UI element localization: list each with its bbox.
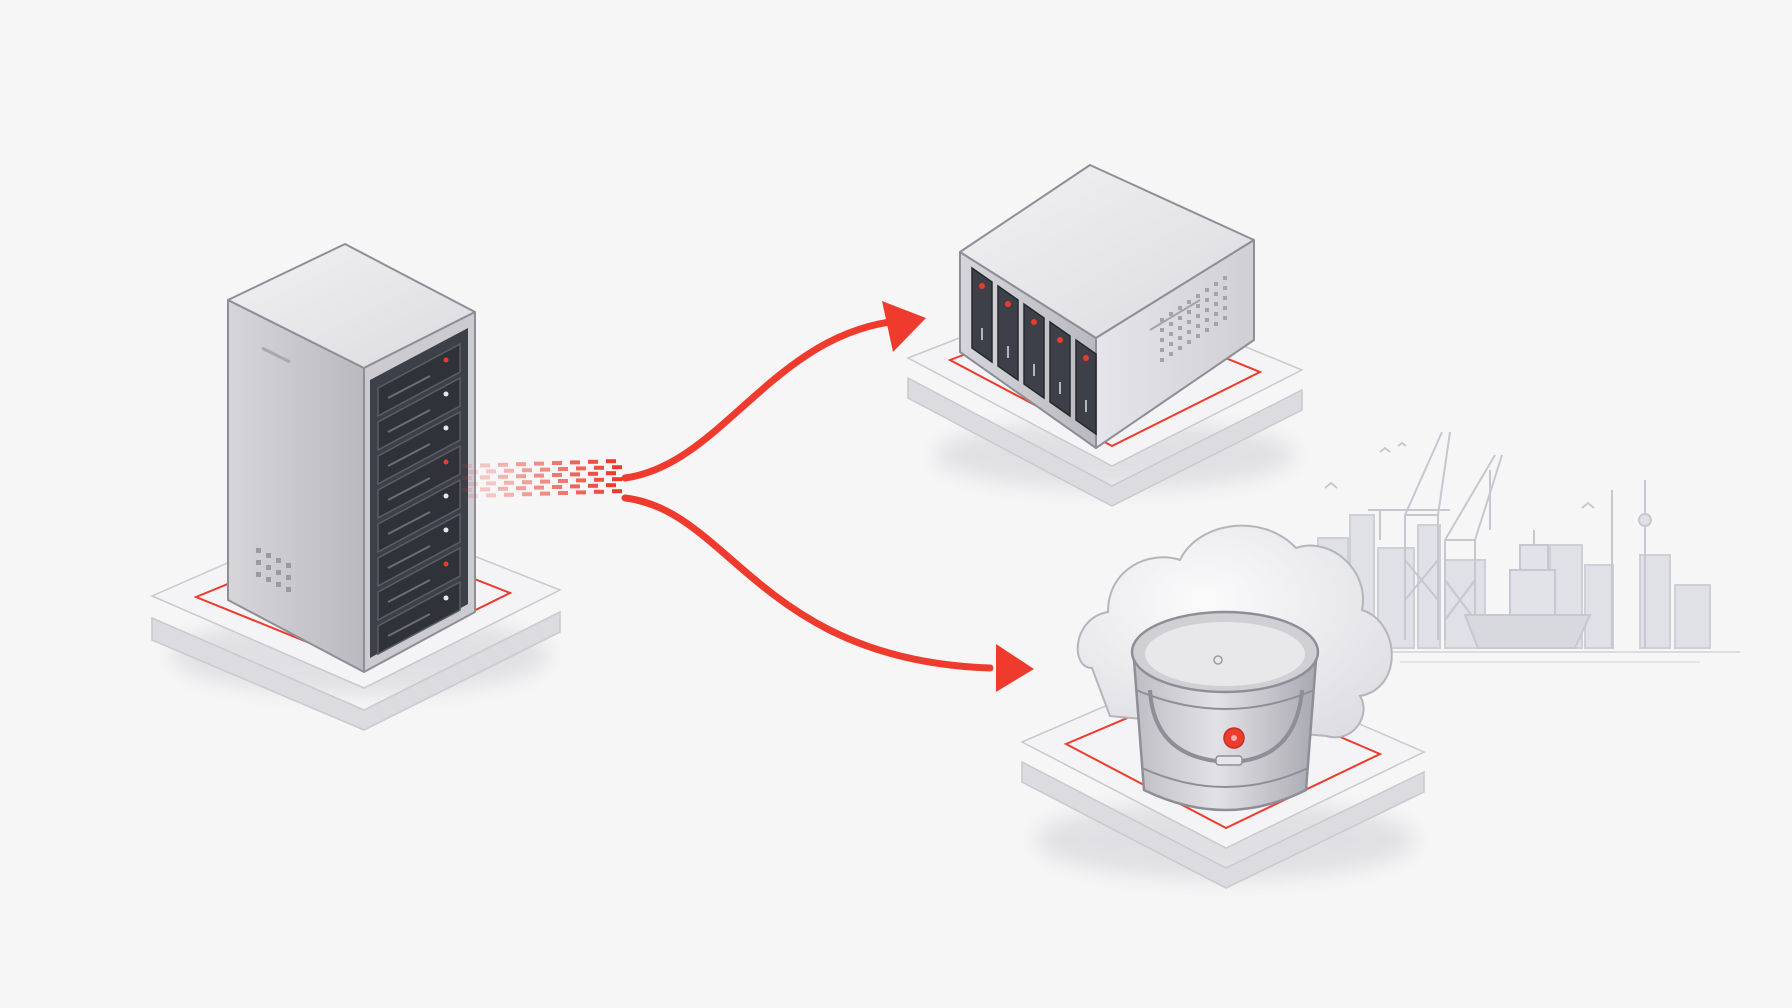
rack-unit	[377, 376, 461, 452]
arrow-icon	[621, 494, 994, 672]
status-led-icon	[443, 493, 449, 499]
rack-unit	[377, 342, 461, 418]
rack-unit	[377, 512, 461, 588]
rack-unit	[377, 444, 461, 520]
status-led-icon	[979, 283, 985, 289]
status-led-icon	[443, 527, 449, 533]
status-led-icon	[1083, 355, 1089, 361]
data-stream	[462, 459, 622, 498]
bucket-icon	[1130, 610, 1320, 812]
rack-unit	[377, 410, 461, 486]
crane-icon	[1368, 431, 1451, 640]
status-led-icon	[443, 357, 449, 363]
ship-icon	[1463, 530, 1592, 649]
nas-drive-bays	[971, 266, 1097, 436]
nas-storage-icon	[959, 164, 1255, 449]
status-led-icon	[443, 459, 449, 465]
status-led-icon	[443, 595, 449, 601]
drive-bay	[971, 266, 993, 364]
status-led-icon	[1005, 301, 1011, 307]
rack-unit	[377, 580, 461, 656]
vent-grid-icon	[1160, 276, 1227, 362]
crane-icon	[1444, 454, 1503, 640]
arrow-icon	[621, 318, 894, 482]
drive-bay	[1049, 320, 1071, 418]
rack-unit	[377, 478, 461, 554]
flow-source-to-cloud	[621, 494, 1034, 692]
drive-bay	[1075, 338, 1097, 436]
status-led-icon	[1031, 319, 1037, 325]
rack-slots	[377, 342, 461, 656]
cloud-bucket-icon	[1076, 524, 1393, 812]
rack-unit	[377, 546, 461, 622]
drive-bay	[1023, 302, 1045, 400]
flow-source-to-nas	[621, 301, 926, 482]
vent-grid-icon	[256, 548, 291, 592]
drive-bay	[997, 284, 1019, 382]
status-led-icon	[1057, 337, 1063, 343]
status-led-icon	[443, 391, 449, 397]
status-led-icon	[443, 425, 449, 431]
rack-server-icon	[227, 243, 476, 673]
status-led-icon	[443, 561, 449, 567]
